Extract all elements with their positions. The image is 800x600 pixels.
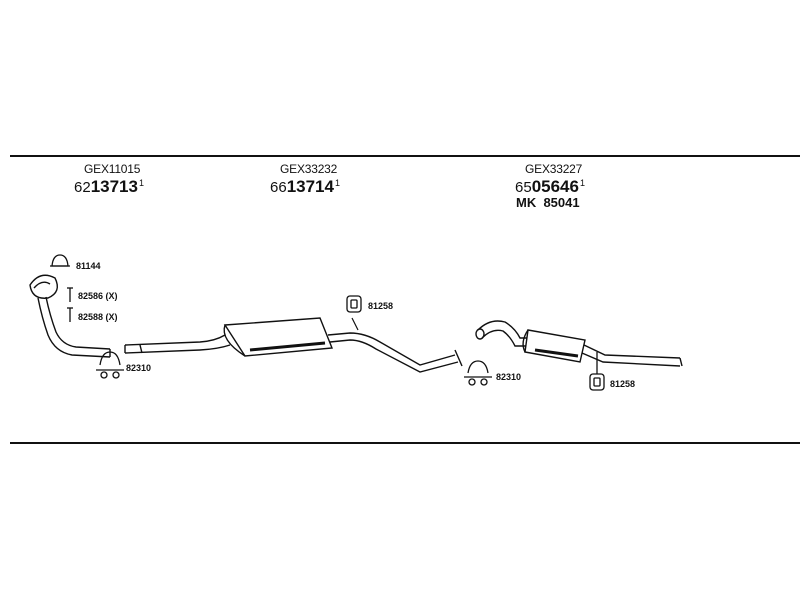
part-suffix: 1: [334, 177, 340, 188]
assembly-code-middle-silencer: GEX33232: [280, 162, 338, 176]
mounting-kit-number: MK 85041: [516, 195, 580, 210]
part-main: 05646: [531, 177, 579, 196]
top-divider: [10, 155, 800, 157]
label-hanger-mid: 81258: [368, 301, 394, 311]
gasket-icon: [50, 254, 70, 267]
label-clamp-rear: 82310: [496, 372, 522, 382]
label-clamp-front: 82310: [126, 363, 152, 373]
part-number-rear-silencer: 65056461: [515, 177, 585, 197]
part-number-front-pipe: 62137131: [74, 177, 144, 197]
bolt-icon-upper: [67, 287, 73, 302]
rear-silencer-assembly: [475, 320, 683, 367]
label-bolt-lower: 82588 (X): [78, 312, 118, 322]
assembly-code-front-pipe: GEX11015: [84, 162, 141, 176]
label-bolt-upper: 82586 (X): [78, 291, 118, 301]
label-gasket-front: 81144: [76, 261, 101, 271]
part-prefix: 66: [270, 179, 287, 196]
part-suffix: 1: [579, 177, 585, 188]
bolt-icon-lower: [67, 307, 73, 322]
bottom-divider: [10, 442, 800, 444]
part-prefix: 65: [515, 179, 532, 196]
hanger-icon-mid: [346, 295, 362, 313]
assembly-code-rear-silencer: GEX33227: [525, 162, 583, 176]
part-main: 13713: [90, 177, 138, 196]
part-suffix: 1: [138, 177, 144, 188]
clamp-icon-rear: [464, 360, 492, 386]
part-main: 13714: [286, 177, 334, 196]
mk-label: MK: [516, 195, 537, 210]
hanger-icon-rear: [589, 352, 605, 391]
front-pipe: [29, 274, 111, 358]
mk-value: 85041: [543, 195, 580, 210]
middle-silencer-assembly: [124, 317, 463, 373]
part-prefix: 62: [74, 179, 91, 196]
label-hanger-rear: 81258: [610, 379, 636, 389]
part-number-middle-silencer: 66137141: [270, 177, 340, 197]
clamp-icon-front: [96, 351, 124, 379]
